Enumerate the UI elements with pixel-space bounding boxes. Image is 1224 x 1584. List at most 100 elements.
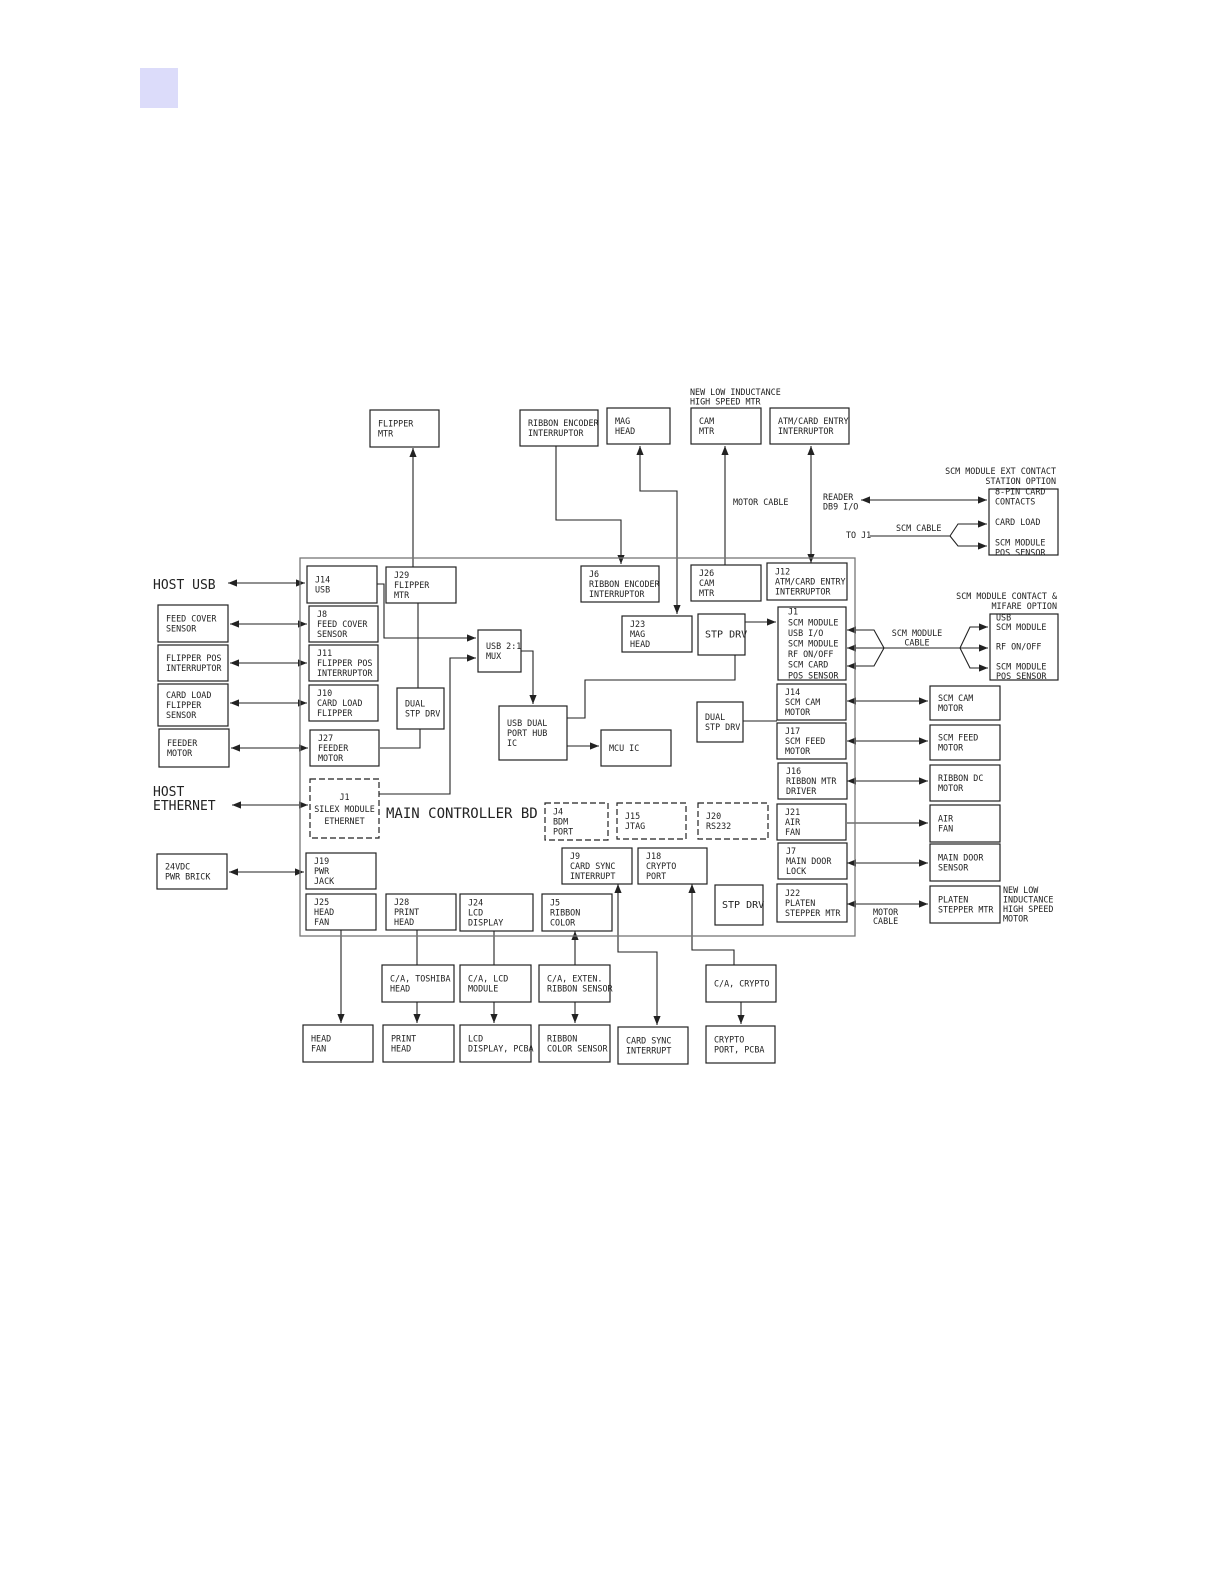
dual-stp-drv-right-text: STP DRV: [705, 722, 740, 732]
ribbon-color-sensor-block: [538, 1024, 611, 1063]
wire: [959, 623, 988, 649]
j20-rs232-text: J20: [706, 811, 721, 821]
dual-stp-drv-right-text: DUAL: [705, 712, 725, 722]
j10-card-load-flipper-text: FLIPPER: [317, 708, 353, 718]
ca-exten-ribbon-sensor-block: [538, 964, 611, 1003]
8pin-card-contacts-text: SCM MODULE: [995, 537, 1045, 547]
8pin-card-contacts-text: CARD LOAD: [995, 517, 1040, 527]
feeder-motor-text: MOTOR: [167, 748, 193, 758]
j14-usb-text: USB: [315, 584, 330, 594]
j11-flipper-pos-text: J11: [317, 648, 332, 658]
wire: [949, 535, 987, 550]
j1-scm-module-text: SCM CARD: [788, 660, 828, 670]
print-head-block: [382, 1024, 455, 1063]
j28-print-head-block: [385, 893, 457, 931]
host-ethernet-label: HOST: [153, 785, 184, 800]
ribbon-encoder-interruptor-text: RIBBON ENCODER: [528, 418, 600, 428]
flipper-mtr-text: MTR: [378, 428, 394, 438]
j28-print-head-text: PRINT: [394, 907, 419, 917]
ca-exten-ribbon-sensor-text: C/A, EXTEN.: [547, 973, 602, 983]
atm-card-entry-text: ATM/CARD ENTRY: [778, 416, 849, 426]
crypto-port-pcba-text: PORT, PCBA: [714, 1044, 764, 1054]
ribbon-encoder-interruptor-block: [519, 409, 599, 447]
j9-card-sync-block: [561, 847, 633, 885]
j17-scm-feed-motor-text: J17: [785, 726, 800, 736]
ca-lcd-module-block: [459, 964, 532, 1003]
wire: [949, 520, 987, 537]
card-sync-interrupt-text: INTERRUPT: [626, 1045, 671, 1055]
stp-drv-top-text: STP DRV: [705, 629, 747, 640]
feeder-motor-text: FEEDER: [167, 738, 198, 748]
lcd-display-pcba-text: DISPLAY, PCBA: [468, 1043, 534, 1053]
page-corner-tab: [140, 68, 178, 108]
card-load-flipper-sensor-text: SENSOR: [166, 710, 197, 720]
ribbon-dc-motor-text: MOTOR: [938, 783, 964, 793]
j10-card-load-flipper-text: CARD LOAD: [317, 698, 362, 708]
j24-lcd-display-text: DISPLAY: [468, 917, 503, 927]
j4-bdm-port-text: PORT: [553, 826, 573, 836]
j16-ribbon-mtr-driver-text: RIBBON MTR: [786, 776, 837, 786]
j8-feed-cover-text: SENSOR: [317, 629, 348, 639]
24vdc-pwr-brick-block: [156, 853, 228, 890]
j8-feed-cover-text: J8: [317, 609, 327, 619]
j16-ribbon-mtr-driver-block: [777, 762, 848, 800]
scm-contact-title-label: SCM MODULE CONTACT &: [956, 591, 1057, 601]
j19-pwr-jack-block: [305, 852, 377, 890]
ca-toshiba-head-block: [381, 964, 455, 1003]
head-fan-text: FAN: [311, 1043, 326, 1053]
usb-dual-port-hub-text: PORT HUB: [507, 728, 547, 738]
mcu-ic-text: MCU IC: [609, 743, 639, 753]
main-door-sensor-text: MAIN DOOR: [938, 852, 984, 862]
j5-ribbon-color-text: COLOR: [550, 917, 576, 927]
j25-head-fan-block: [305, 893, 377, 931]
atm-card-entry-text: INTERRUPTOR: [778, 426, 834, 436]
j1-scm-module-text: USB I/O: [788, 628, 823, 638]
j1-silex-module-text: SILEX MODULE: [314, 804, 375, 814]
dual-stp-drv-right-block: [696, 701, 744, 743]
j25-head-fan-text: HEAD: [314, 907, 334, 917]
usb-scm-module-text: SCM MODULE: [996, 661, 1046, 671]
main-door-sensor-text: SENSOR: [938, 862, 969, 872]
lcd-display-pcba-text: LCD: [468, 1033, 483, 1043]
platen-stepper-mtr-text: STEPPER MTR: [938, 904, 994, 914]
flipper-pos-interruptor-text: FLIPPER POS: [166, 653, 221, 663]
new-low-ind-bottom-label: HIGH SPEED: [1003, 904, 1053, 914]
j14-usb-block: [306, 565, 378, 604]
new-low-ind-bottom-label: INDUCTANCE: [1003, 895, 1053, 905]
ribbon-encoder-interruptor-text: INTERRUPTOR: [528, 428, 584, 438]
air-fan-block: [929, 804, 1001, 843]
feeder-motor-block: [158, 728, 230, 768]
usb-dual-port-hub-block: [498, 705, 568, 761]
usb-2-1-mux-text: MUX: [486, 651, 501, 661]
j9-card-sync-text: CARD SYNC: [570, 861, 615, 871]
j21-air-fan-text: FAN: [785, 827, 800, 837]
lcd-display-pcba-block: [459, 1024, 532, 1063]
feed-cover-sensor-text: SENSOR: [166, 623, 197, 633]
j4-bdm-port-block: [544, 802, 609, 841]
host-usb-label: HOST USB: [153, 578, 216, 593]
j1-scm-module-text: POS SENSOR: [788, 670, 839, 680]
ca-toshiba-head-text: C/A, TOSHIBA: [390, 973, 451, 983]
j5-ribbon-color-block: [541, 893, 613, 932]
j17-scm-feed-motor-text: MOTOR: [785, 746, 811, 756]
j15-jtag-text: J15: [625, 811, 640, 821]
j14-scm-cam-motor-text: MOTOR: [785, 707, 811, 717]
j5-ribbon-color-text: RIBBON: [550, 907, 580, 917]
wires: [228, 411, 988, 1025]
j28-print-head-text: J28: [394, 897, 409, 907]
print-head-text: PRINT: [391, 1033, 416, 1043]
j16-ribbon-mtr-driver-text: DRIVER: [786, 786, 817, 796]
j27-feeder-motor-text: MOTOR: [318, 753, 344, 763]
j26-cam-mtr-block: [690, 564, 762, 602]
j19-pwr-jack-text: J19: [314, 856, 329, 866]
j21-air-fan-text: AIR: [785, 817, 801, 827]
motor-cable-bottom-label: CABLE: [873, 916, 898, 926]
j27-feeder-motor-text: J27: [318, 733, 333, 743]
wire: [614, 884, 661, 1025]
usb-scm-module-text: POS SENSOR: [996, 671, 1047, 681]
usb-dual-port-hub-text: IC: [507, 738, 517, 748]
scm-cable-label: SCM CABLE: [896, 523, 941, 533]
scm-feed-motor-text: SCM FEED: [938, 732, 978, 742]
j29-flipper-mtr-block: [385, 566, 457, 604]
ribbon-color-sensor-text: COLOR SENSOR: [547, 1043, 608, 1053]
